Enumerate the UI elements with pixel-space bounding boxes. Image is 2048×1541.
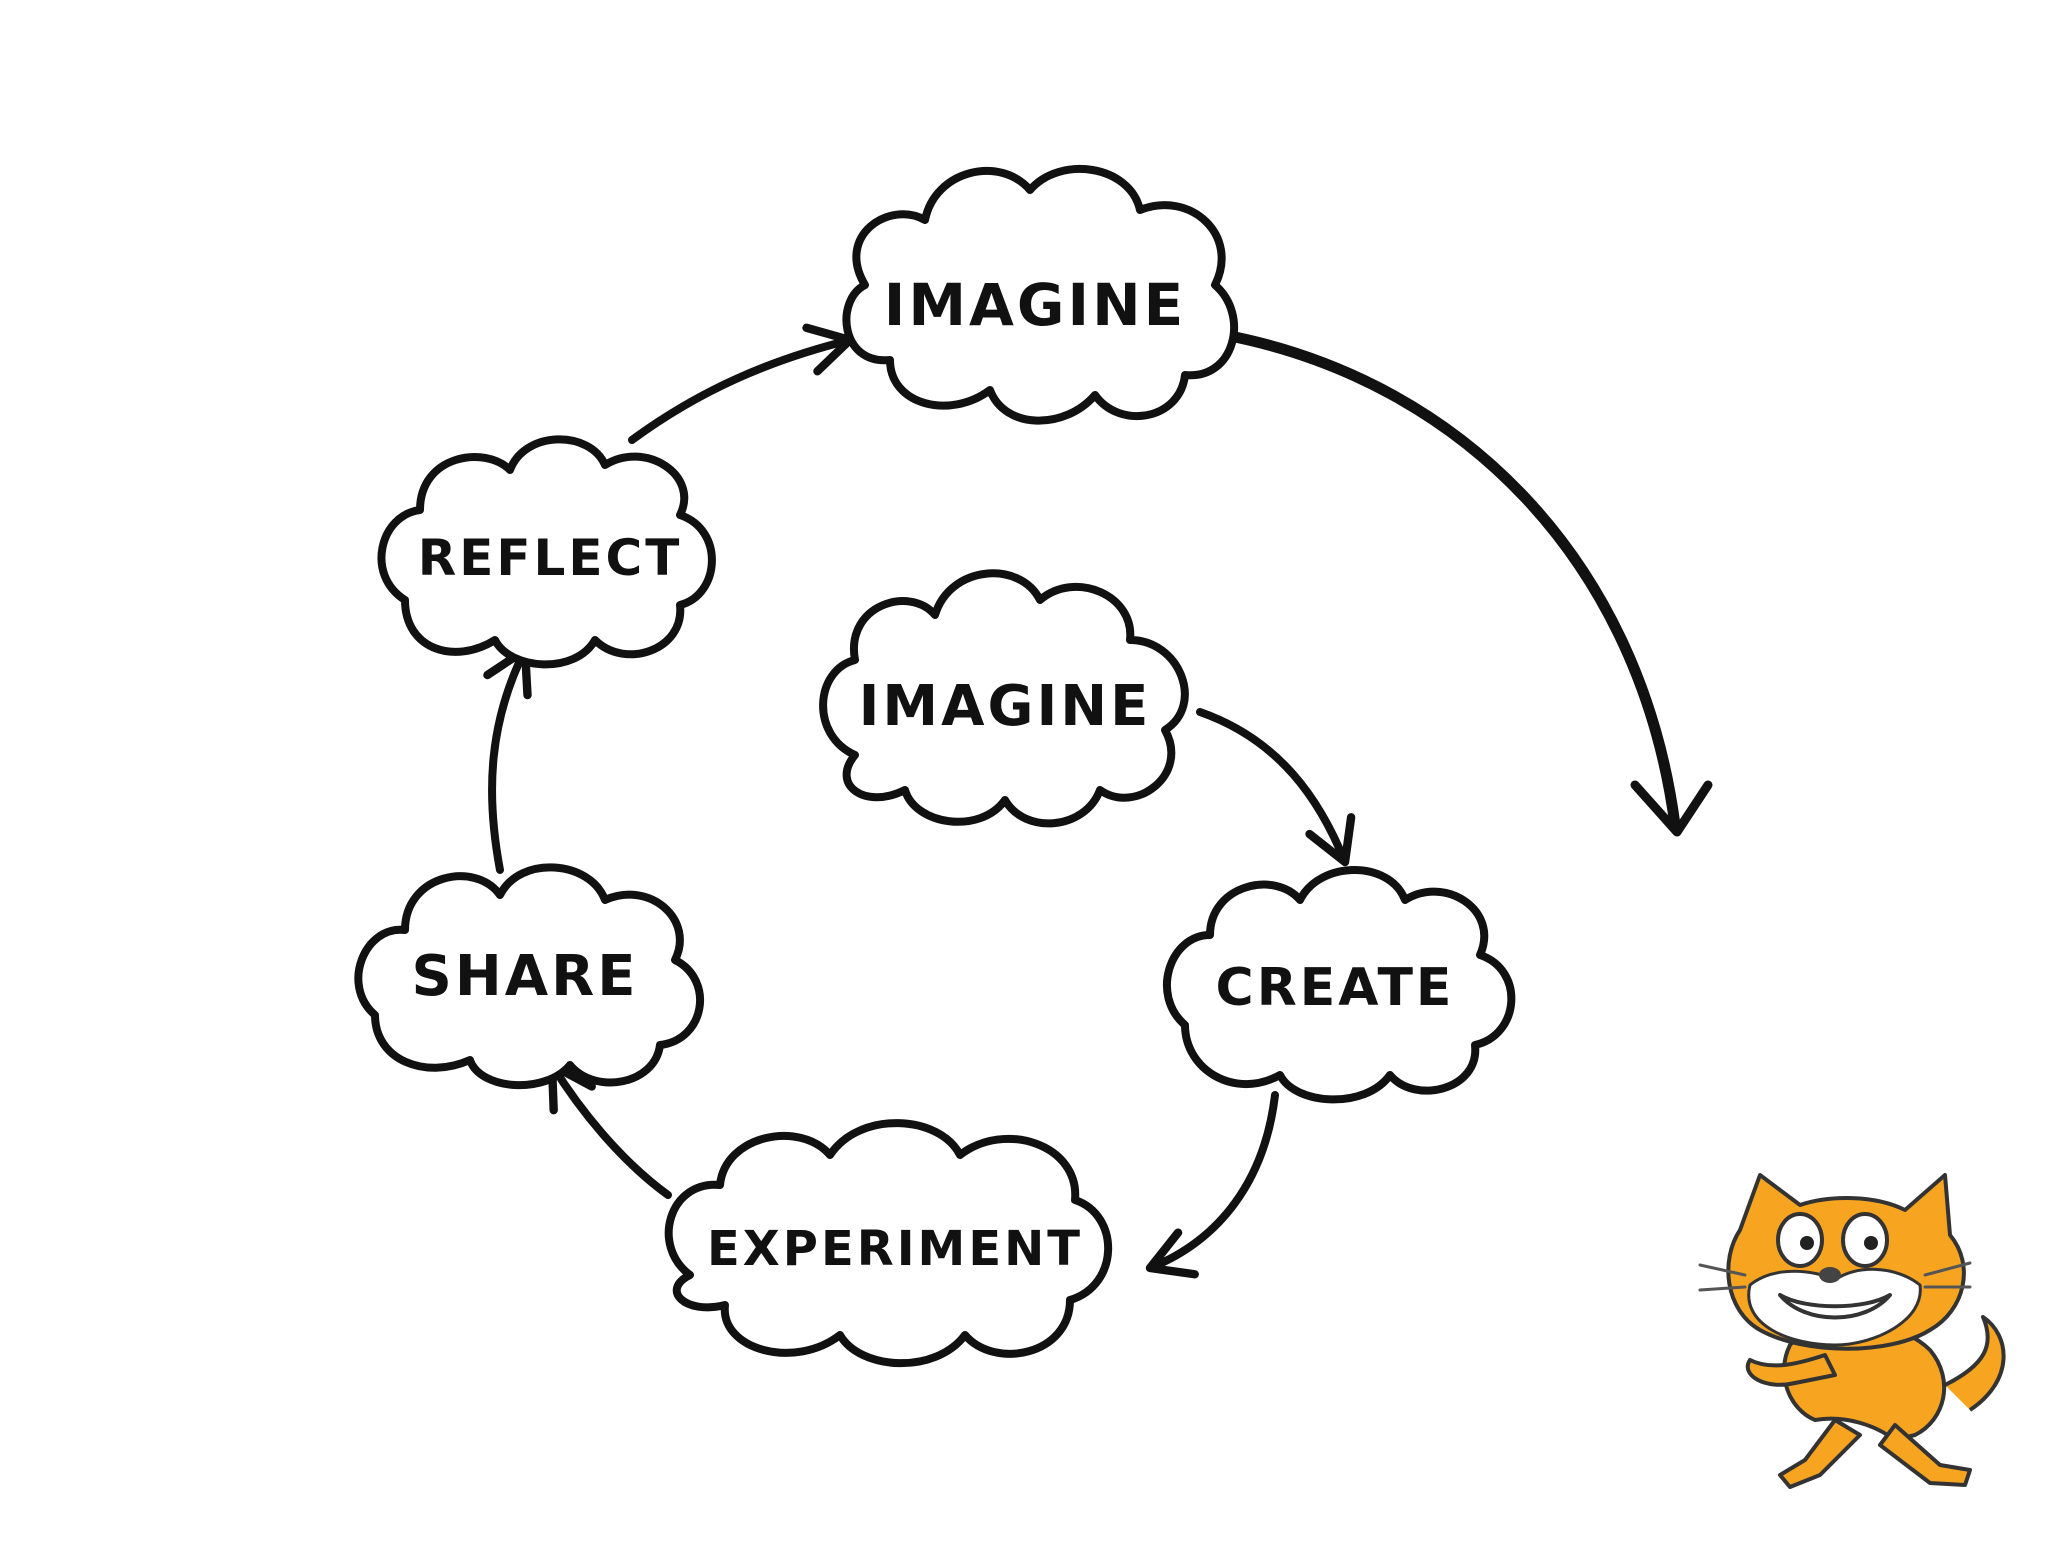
cloud-create: CREATE	[1163, 866, 1516, 1104]
cat-leg-back	[1878, 1423, 1972, 1487]
cat-pupil-left	[1800, 1236, 1814, 1250]
cat-nose	[1819, 1267, 1841, 1283]
cat-pupil-right	[1864, 1236, 1878, 1250]
arrow-share-to-reflect	[483, 645, 532, 874]
cloud-outline	[819, 569, 1189, 828]
cloud-outline	[1163, 866, 1516, 1104]
cat-eye-left	[1776, 1212, 1824, 1268]
cloud-share: SHARE	[354, 863, 704, 1089]
node-label: IMAGINE	[859, 674, 1152, 739]
cat-whiskers	[1698, 1261, 1972, 1292]
cat-tail	[1944, 1315, 2006, 1412]
arrowhead-spiral-outward	[1630, 780, 1713, 837]
cloud-reflect: REFLECT	[377, 435, 716, 669]
arrow-create-to-experiment	[1145, 1091, 1279, 1279]
cat-leg-front	[1778, 1418, 1862, 1489]
node-label: SHARE	[412, 944, 639, 1009]
cat-mouth	[1778, 1293, 1892, 1320]
cat-arm	[1745, 1353, 1837, 1387]
scratch-cat-icon	[1698, 1173, 2006, 1489]
cloud-experiment: EXPERIMENT	[664, 1119, 1113, 1368]
cloud-imagine-outer: IMAGINE	[842, 165, 1239, 425]
arrow-spiral-outward	[1219, 329, 1681, 831]
cloud-outline	[664, 1119, 1113, 1368]
cloud-imagine-inner: IMAGINE	[819, 569, 1189, 828]
cloud-outline	[354, 863, 704, 1089]
arrow-experiment-to-share	[547, 1060, 672, 1199]
cloud-outline	[842, 165, 1239, 425]
node-label: EXPERIMENT	[707, 1221, 1083, 1277]
node-label: CREATE	[1216, 958, 1455, 1018]
node-label: REFLECT	[418, 529, 683, 587]
cloud-outline	[377, 435, 716, 669]
arrow-reflect-to-imagine	[628, 323, 855, 444]
arrow-imagine-to-create	[1196, 708, 1356, 867]
node-label: IMAGINE	[884, 271, 1187, 339]
